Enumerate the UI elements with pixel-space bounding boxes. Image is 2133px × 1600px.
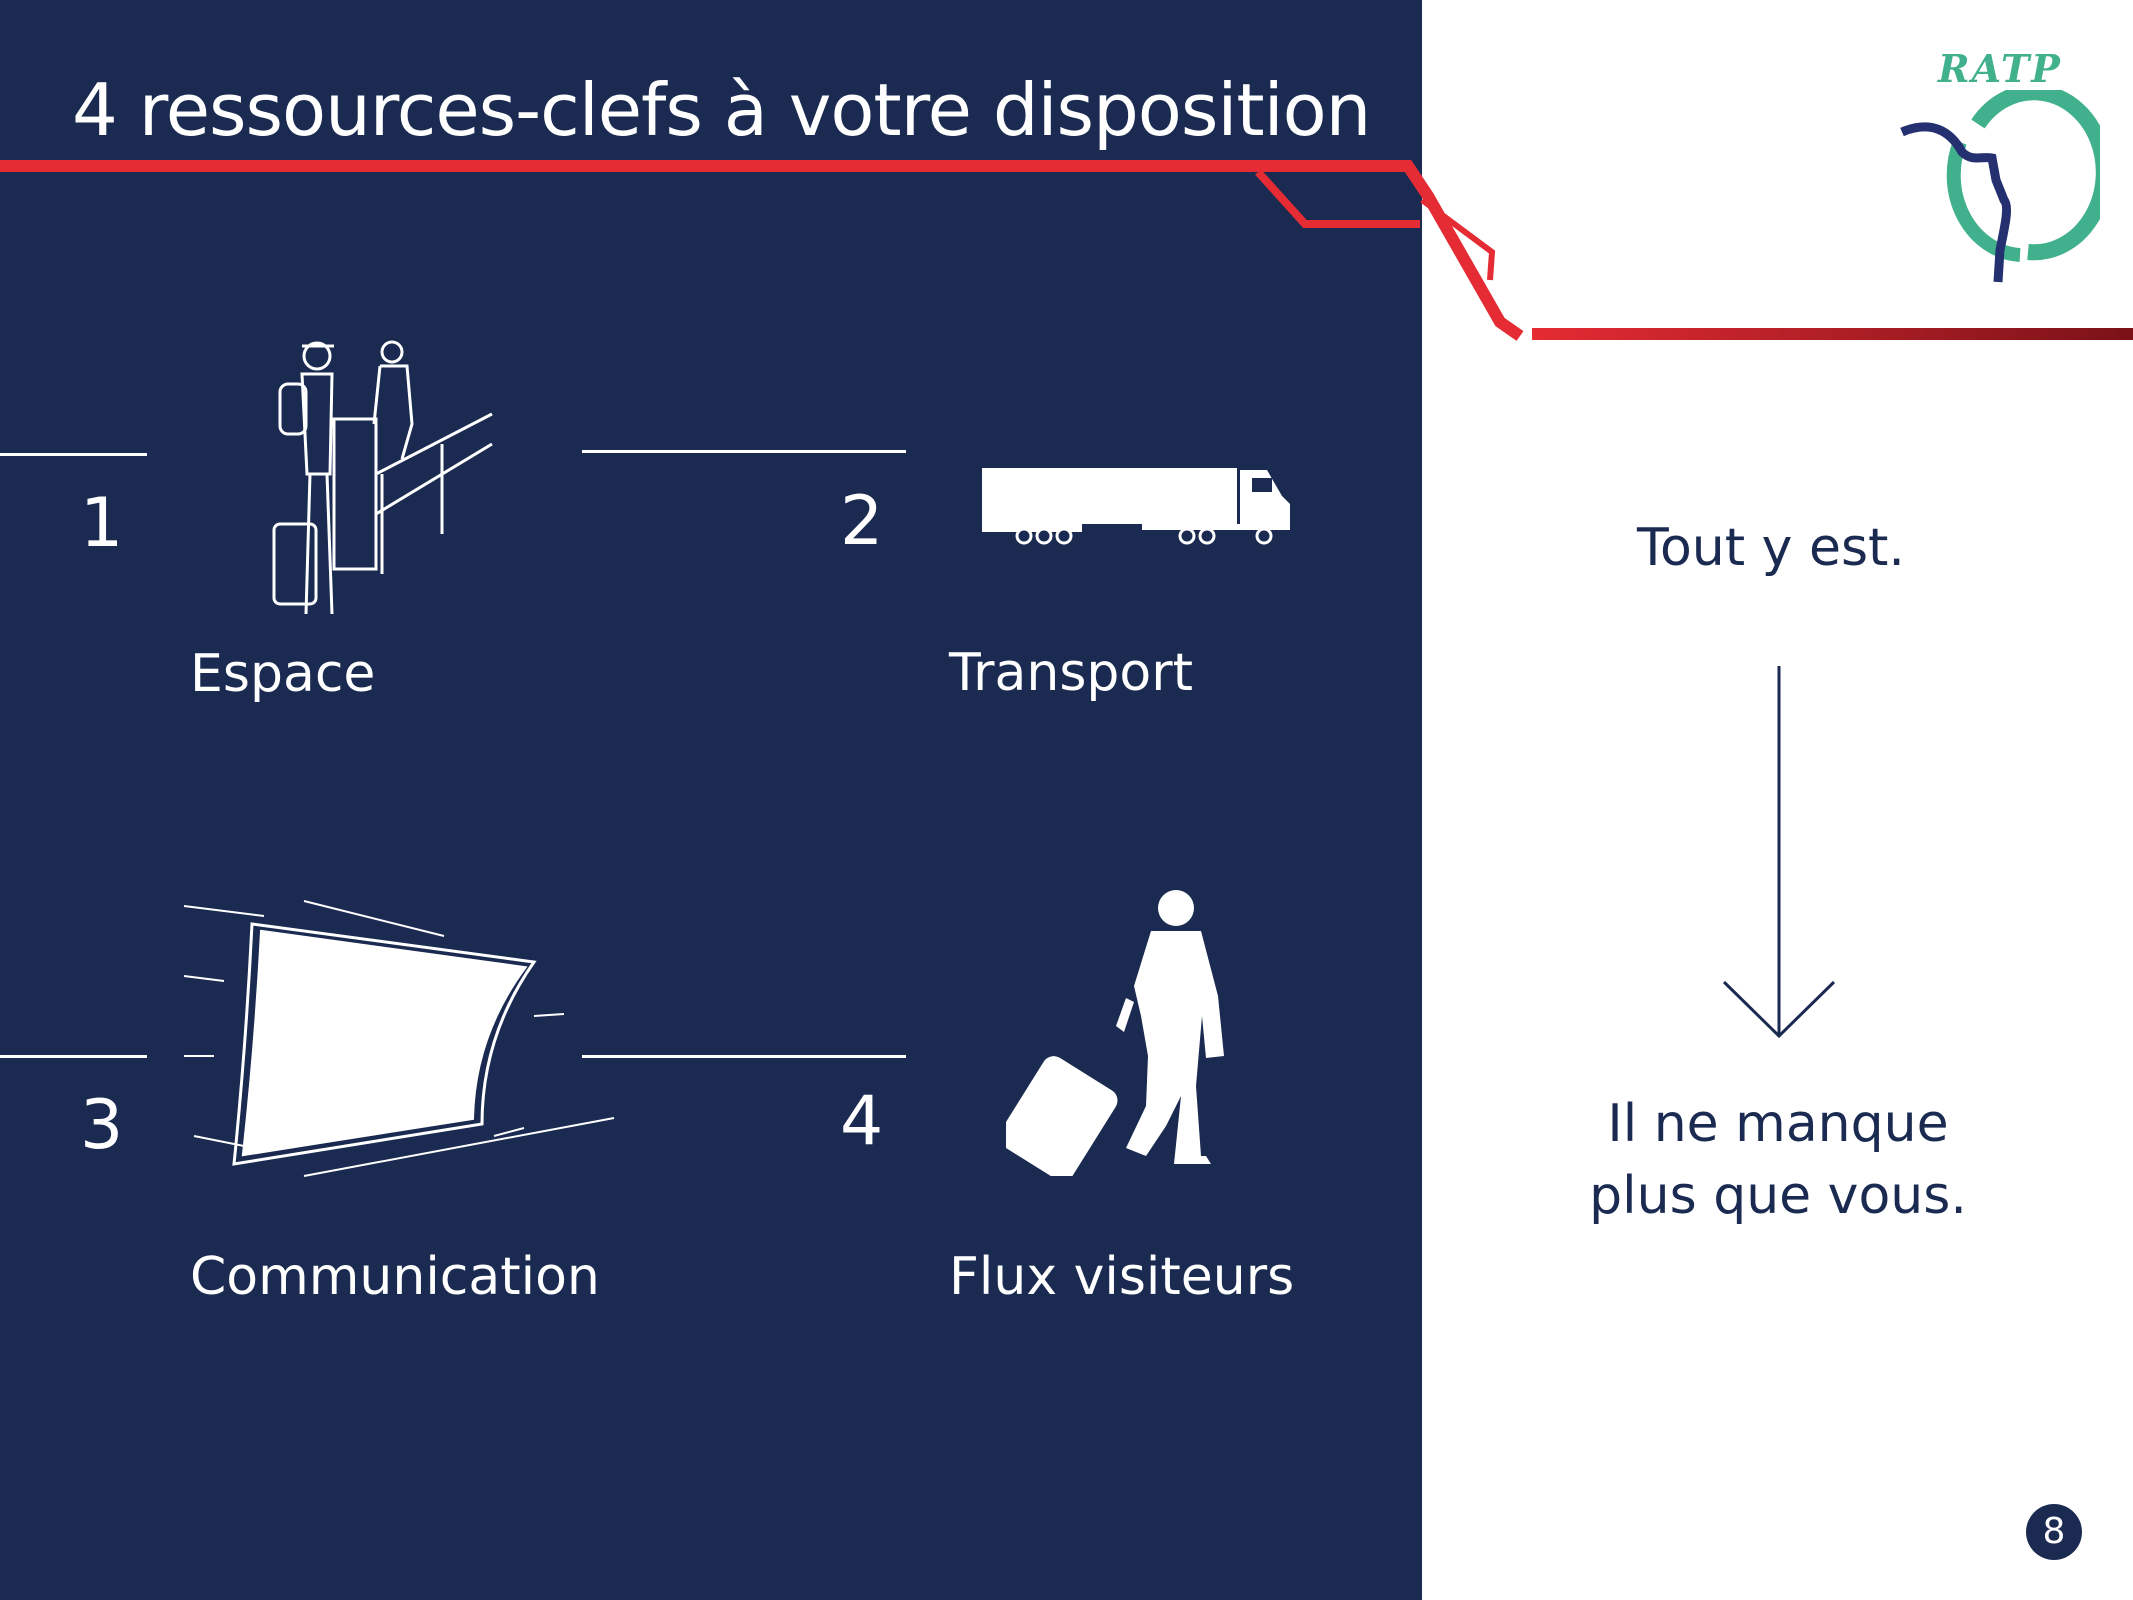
page-number-badge: 8 bbox=[2026, 1504, 2082, 1560]
resource-number-3: 3 bbox=[80, 1086, 124, 1165]
ratp-logo-icon bbox=[1900, 90, 2100, 283]
resource-label-2: Transport bbox=[949, 643, 1194, 703]
resource-label-1: Espace bbox=[190, 644, 376, 704]
divider-1 bbox=[0, 453, 147, 456]
down-arrow-icon bbox=[1722, 666, 1836, 1039]
resource-label-4: Flux visiteurs bbox=[949, 1247, 1295, 1307]
divider-2 bbox=[582, 450, 906, 453]
resource-number-1: 1 bbox=[80, 484, 124, 563]
resource-label-3: Communication bbox=[190, 1247, 600, 1307]
closing-line-2: plus que vous. bbox=[1589, 1166, 1967, 1226]
resource-number-4: 4 bbox=[840, 1082, 884, 1161]
dark-panel bbox=[0, 0, 1422, 1600]
ratp-logo-text: RATP bbox=[1938, 46, 2062, 91]
reception-desk-icon bbox=[272, 340, 493, 615]
page-title: 4 ressources-clefs à votre disposition bbox=[72, 68, 1371, 152]
traveler-icon bbox=[1006, 890, 1224, 1176]
divider-3 bbox=[0, 1055, 147, 1058]
tagline: Tout y est. bbox=[1637, 518, 1905, 578]
closing-line-1: Il ne manque bbox=[1607, 1094, 1949, 1154]
billboard-icon bbox=[184, 900, 615, 1177]
divider-4 bbox=[582, 1055, 906, 1058]
resource-number-2: 2 bbox=[840, 482, 884, 561]
truck-icon bbox=[982, 468, 1290, 545]
red-track-decoration bbox=[0, 160, 2133, 341]
